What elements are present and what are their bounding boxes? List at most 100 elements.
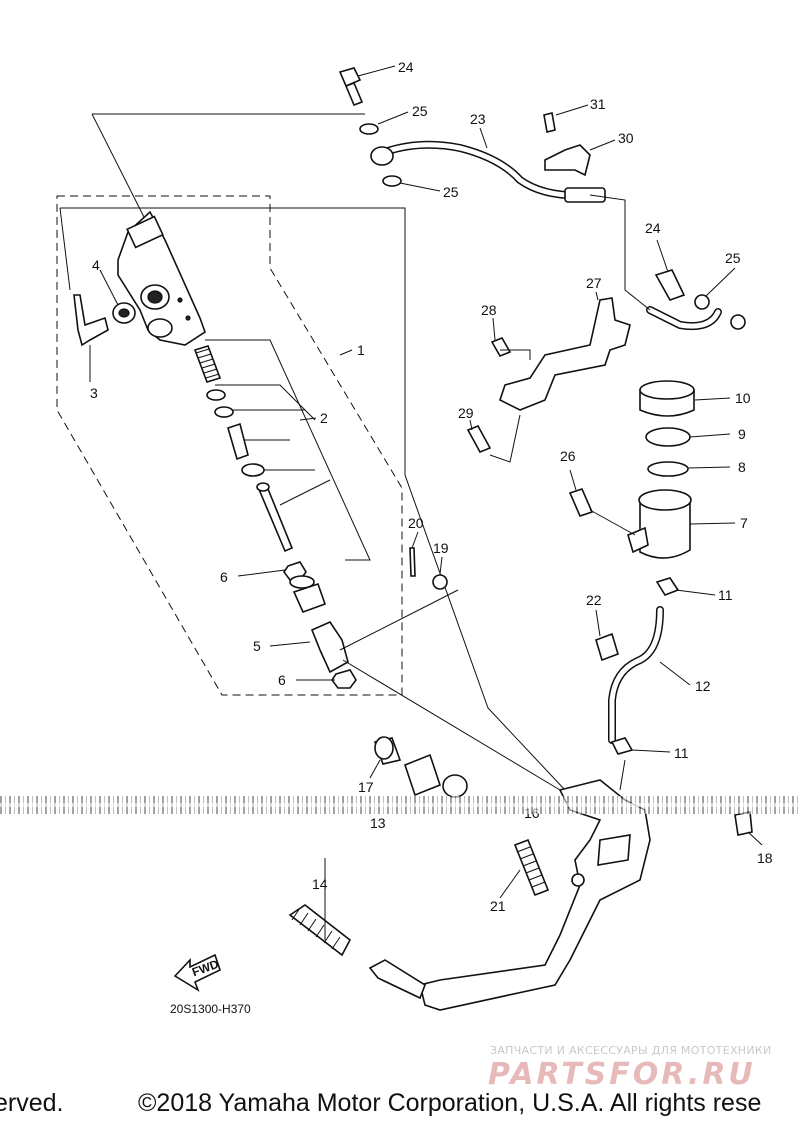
fwd-arrow-icon: FWD [173, 953, 221, 992]
leader-pedal [342, 659, 561, 791]
callout-6-lower: 6 [278, 672, 286, 688]
brake-pedal-13 [368, 779, 651, 1011]
copyright-bar: erved. ©2018 Yamaha Motor Corporation, U… [0, 1085, 800, 1125]
callout-6-upper: 6 [220, 569, 228, 585]
part-3-hose-joint [73, 294, 109, 347]
callout-20: 20 [408, 515, 424, 531]
callout-25-c: 25 [725, 250, 741, 266]
bracket-1 [205, 339, 371, 561]
callout-5: 5 [253, 638, 261, 654]
callout-leaders [89, 65, 763, 899]
gasket-25-b [382, 175, 402, 187]
bracket-2e [279, 479, 331, 506]
piston [227, 422, 249, 461]
copyright-notice: ©2018 Yamaha Motor Corporation, U.S.A. A… [138, 1089, 762, 1117]
watermark-logo: PARTSFOR.RU [488, 1057, 756, 1092]
callout-25-b: 25 [443, 184, 459, 200]
reservoir-7 [627, 489, 692, 559]
leader-reservoir [589, 194, 651, 311]
diagram-code: 20S1300-H370 [170, 1002, 251, 1016]
callout-23: 23 [470, 111, 486, 127]
assembly-outline [56, 195, 403, 696]
leader-top-2 [91, 113, 149, 226]
nut-6-lower [331, 669, 357, 689]
callout-27: 27 [586, 275, 602, 291]
copyright-left: erved. [0, 1089, 64, 1117]
push-rod [256, 482, 294, 553]
ring-16 [442, 774, 468, 798]
callout-28: 28 [481, 302, 497, 318]
leader-27 [500, 349, 531, 360]
reservoir-hose-inner [647, 307, 721, 329]
clamp-11-lower [610, 737, 634, 755]
callout-31: 31 [590, 96, 606, 112]
callout-1: 1 [357, 342, 365, 358]
callout-2: 2 [320, 410, 328, 426]
gasket-25-a [359, 123, 379, 135]
part-4-fitting [112, 302, 136, 324]
master-cylinder [117, 210, 206, 346]
leader-frame [60, 207, 566, 791]
callout-11-upper: 11 [718, 587, 733, 603]
callout-18: 18 [757, 850, 773, 866]
piston-cup [241, 463, 265, 477]
leader-29 [489, 414, 521, 463]
reservoir-cap-10 [639, 380, 695, 417]
clip-30 [544, 144, 591, 177]
plate-8 [647, 461, 689, 477]
callout-19: 19 [433, 540, 449, 556]
boot-washer [289, 575, 315, 589]
leader-7 [589, 509, 636, 536]
callout-21: 21 [490, 898, 506, 914]
brake-hose-23-inner [382, 142, 593, 198]
callout-7: 7 [740, 515, 748, 531]
hose-banjo [370, 146, 394, 166]
banjo-bolt-24-right [654, 269, 686, 301]
callout-26: 26 [560, 448, 576, 464]
bolt-29 [466, 424, 492, 454]
bracket-27 [499, 297, 631, 411]
scan-artifact-gap [0, 803, 800, 807]
gasket-25-c [694, 294, 710, 310]
callout-11-lower: 11 [674, 745, 689, 761]
callout-9: 9 [738, 426, 746, 442]
seal [214, 406, 234, 418]
bracket-2 [215, 384, 316, 421]
watermark-text: ЗАПЧАСТИ И АКСЕССУАРЫ ДЛЯ МОТОТЕХНИКИ [490, 1044, 772, 1057]
pedal-rubber-14 [288, 904, 352, 957]
bolt-26 [568, 488, 594, 517]
callout-29: 29 [458, 405, 474, 421]
pedal-pin-18 [734, 811, 753, 836]
diaphragm-9 [645, 427, 691, 447]
bushing [404, 753, 441, 797]
clevis [310, 620, 349, 674]
gasket-25-d [730, 314, 746, 330]
leader-11 [619, 759, 626, 791]
banjo-bolt-24-top [338, 67, 364, 107]
leader-19 [339, 589, 459, 651]
callout-13: 13 [370, 815, 386, 831]
callout-12: 12 [695, 678, 711, 694]
callout-25-a: 25 [412, 103, 428, 119]
callout-3: 3 [90, 385, 98, 401]
callout-22: 22 [586, 592, 602, 608]
washer-19 [432, 574, 448, 590]
callout-24-top: 24 [398, 59, 414, 75]
callout-24-right: 24 [645, 220, 661, 236]
callout-17: 17 [358, 779, 374, 795]
boot [292, 582, 327, 614]
pin-17-head [374, 736, 394, 760]
callout-10: 10 [735, 390, 751, 406]
callout-4: 4 [92, 257, 100, 273]
bolt-31 [543, 112, 556, 133]
callout-30: 30 [618, 130, 634, 146]
cotter-pin-20 [409, 547, 416, 577]
spring [193, 345, 222, 383]
bolt-28 [490, 336, 512, 358]
reservoir-hose-12-inner [609, 607, 663, 743]
return-spring-21 [513, 838, 550, 897]
leader-frame-2 [59, 207, 71, 291]
callout-8: 8 [738, 459, 746, 475]
rod-end [256, 482, 270, 492]
